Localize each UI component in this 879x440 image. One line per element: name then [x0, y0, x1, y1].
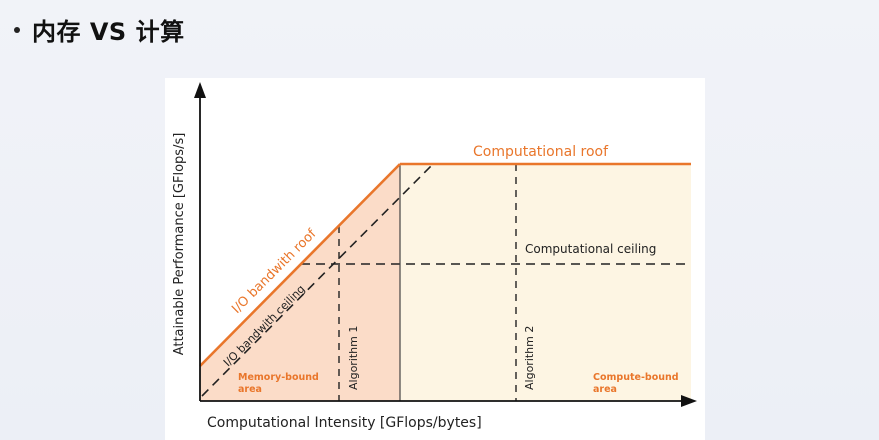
y-axis-label: Attainable Performance [GFlops/s] [172, 133, 187, 356]
algorithm-1-label: Algorithm 1 [347, 326, 360, 390]
roofline-chart-panel: Computational roof I/O bandwith roof I/O… [165, 78, 705, 440]
computational-roof-label: Computational roof [473, 144, 609, 160]
computational-ceiling-label: Computational ceiling [525, 242, 656, 256]
io-bandwidth-ceiling-line [201, 163, 434, 397]
memory-bound-region [200, 164, 400, 401]
bullet-icon [14, 26, 20, 33]
x-axis-label: Computational Intensity [GFlops/bytes] [207, 415, 482, 431]
x-axis-arrow-icon [681, 395, 697, 407]
slide-heading: 内存 VS 计算 [14, 12, 185, 47]
algorithm-2-label: Algorithm 2 [523, 326, 536, 390]
slide-title: 内存 VS 计算 [32, 18, 185, 46]
memory-bound-label: Memory-bound area [238, 372, 322, 395]
io-bandwidth-roof-line [199, 163, 401, 367]
compute-bound-label: Compute-bound area [593, 372, 682, 395]
roofline-chart: Computational roof I/O bandwith roof I/O… [172, 82, 697, 431]
y-axis-arrow-icon [194, 82, 206, 98]
compute-bound-region [400, 164, 691, 401]
